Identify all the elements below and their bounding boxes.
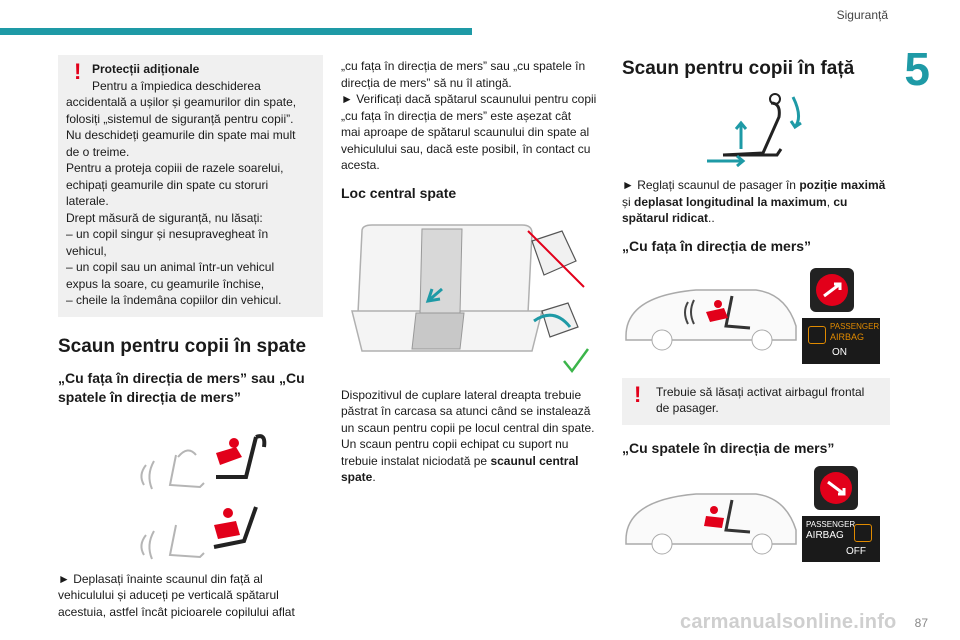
- notice-line: folosiți „sistemul de siguranță pentru c…: [66, 111, 294, 126]
- notice-title: Protecții adiționale: [92, 62, 200, 76]
- warning-notice: ! Protecții adiționale Pentru a împiedic…: [58, 55, 323, 317]
- text-line: vehiculului sau, dacă este posibil, în c…: [341, 141, 591, 156]
- airbag-warning-icon: [808, 325, 826, 344]
- instruction-line: acestuia, astfel încât picioarele copilu…: [58, 604, 295, 619]
- subheading-forward-facing: „Cu fața în direcția de mers”: [622, 237, 812, 254]
- instruction-line: ► Deplasați înainte scaunul din față al: [58, 571, 263, 586]
- notice-line: accidentală a ușilor și geamurilor din s…: [66, 95, 297, 109]
- rear-seat-adjust-illustration: [139, 433, 266, 559]
- emphasis-text: cu spătarul ridicat: [622, 194, 848, 226]
- airbag-label-line-1: PASSENGER: [830, 321, 880, 331]
- airbag-label-line-2: AIRBAG: [830, 331, 865, 342]
- section-title: Siguranță: [836, 8, 888, 22]
- airbag-switch-on-icon: [810, 267, 854, 312]
- notice-line: expus la soare, cu geamurile închise,: [66, 276, 265, 291]
- text-line: mai aproape de spătarul scaunului din sp…: [341, 125, 590, 139]
- emphasis-text: scaunul central spate: [341, 453, 579, 485]
- passenger-airbag-off-indicator: PASSENGER AIRBAG OFF: [802, 515, 880, 562]
- header-accent-bar: [0, 28, 472, 35]
- instruction-text: ► Reglați scaunul de pasager în: [622, 178, 800, 192]
- column-2: „cu fața în direcția de mers” sau „cu sp…: [341, 58, 603, 492]
- notice-line: Nu deschideți geamurile din spate mai mu…: [66, 128, 296, 142]
- text-line: păstrat în carcasa sa atunci când se ins…: [341, 404, 591, 418]
- heading-rear-child-seat: Scaun pentru copii în spate: [58, 335, 307, 357]
- text-line: „cu fața în direcția de mers” este așeza…: [341, 108, 572, 123]
- text-line: direcția de mers” să nu îl atingă.: [341, 75, 512, 90]
- text-line: Un scaun pentru copii echipat cu suport …: [341, 437, 569, 451]
- warning-icon: !: [634, 381, 642, 407]
- subheading-rear-center-seat: Loc central spate: [341, 184, 457, 201]
- warning-icon: !: [74, 59, 82, 84]
- notice-line: laterale.: [66, 194, 109, 208]
- instruction-line: vehiculului și aduceți pe verticală spăt…: [58, 588, 279, 602]
- notice-line: Pentru a proteja copiii de razele soarel…: [66, 161, 284, 175]
- chapter-number: 5: [904, 43, 930, 95]
- front-seat-adjust-illustration: [707, 93, 802, 168]
- airbag-state: OFF: [846, 545, 866, 557]
- warning-notice-airbag: ! Trebuie să lăsați activat airbagul fro…: [622, 377, 890, 425]
- instruction-text: ,: [826, 194, 834, 209]
- car-forward-seat-illustration: [625, 288, 797, 350]
- notice-line: echipați geamurile din spate cu storuri: [66, 177, 269, 192]
- notice-line: de o treime.: [66, 144, 130, 159]
- emphasis-text: poziție maximă: [799, 178, 886, 192]
- heading-front-child-seat: Scaun pentru copii în față: [622, 58, 855, 79]
- text-line: Dispozitivul de cuplare lateral dreapta …: [341, 387, 582, 402]
- airbag-switch-off-icon: [814, 465, 858, 510]
- forward-facing-figure: PASSENGER AIRBAG ON: [622, 264, 890, 364]
- notice-line: – un copil sau un animal într-un vehicul: [66, 260, 275, 274]
- notice-text: Trebuie să lăsați activat airbagul front…: [656, 384, 865, 416]
- text-line: trebuie instalat niciodată pe: [341, 453, 491, 468]
- airbag-off-icon: [854, 523, 872, 542]
- text-line: „cu fața în direcția de mers” sau „cu sp…: [341, 59, 586, 73]
- notice-line: Pentru a împiedica deschiderea: [92, 78, 261, 93]
- notice-line: vehicul,: [66, 243, 107, 258]
- text-line: ► Verificați dacă spătarul scaunului pen…: [341, 92, 597, 106]
- car-rear-seat-illustration: [625, 492, 797, 554]
- airbag-state: ON: [832, 346, 847, 358]
- rear-bench-seat-illustration: [351, 223, 590, 373]
- column-3: Scaun pentru copii în față ► Reglați sca…: [622, 55, 890, 566]
- page-number: 87: [914, 616, 928, 630]
- punctuation: .: [372, 470, 376, 484]
- airbag-label-line-2: AIRBAG: [806, 529, 844, 541]
- punctuation: ..: [708, 211, 715, 225]
- instruction-text: și: [622, 194, 634, 209]
- emphasis-text: deplasat longitudinal la maximum: [634, 194, 827, 209]
- subheading-rear-facing: „Cu spatele în direcția de mers”: [622, 439, 835, 456]
- column-1: ! Protecții adiționale Pentru a împiedic…: [58, 55, 323, 626]
- rear-facing-figure: PASSENGER AIRBAG OFF: [622, 465, 890, 566]
- passenger-airbag-on-indicator: PASSENGER AIRBAG ON: [802, 317, 880, 364]
- airbag-label-line-1: PASSENGER: [806, 519, 856, 529]
- text-line: acesta.: [341, 158, 380, 172]
- notice-line: – cheile la îndemâna copiilor din vehicu…: [66, 293, 282, 307]
- notice-line: Drept măsură de siguranță, nu lăsați:: [66, 210, 263, 225]
- notice-line: – un copil singur și nesupravegheat în: [66, 227, 269, 241]
- subheading-facing-direction: „Cu fața în direcția de mers” sau „Cu sp…: [58, 369, 305, 405]
- text-line: un scaun pentru copii pe locul central d…: [341, 420, 595, 435]
- watermark: carmanualsonline.info: [680, 611, 897, 633]
